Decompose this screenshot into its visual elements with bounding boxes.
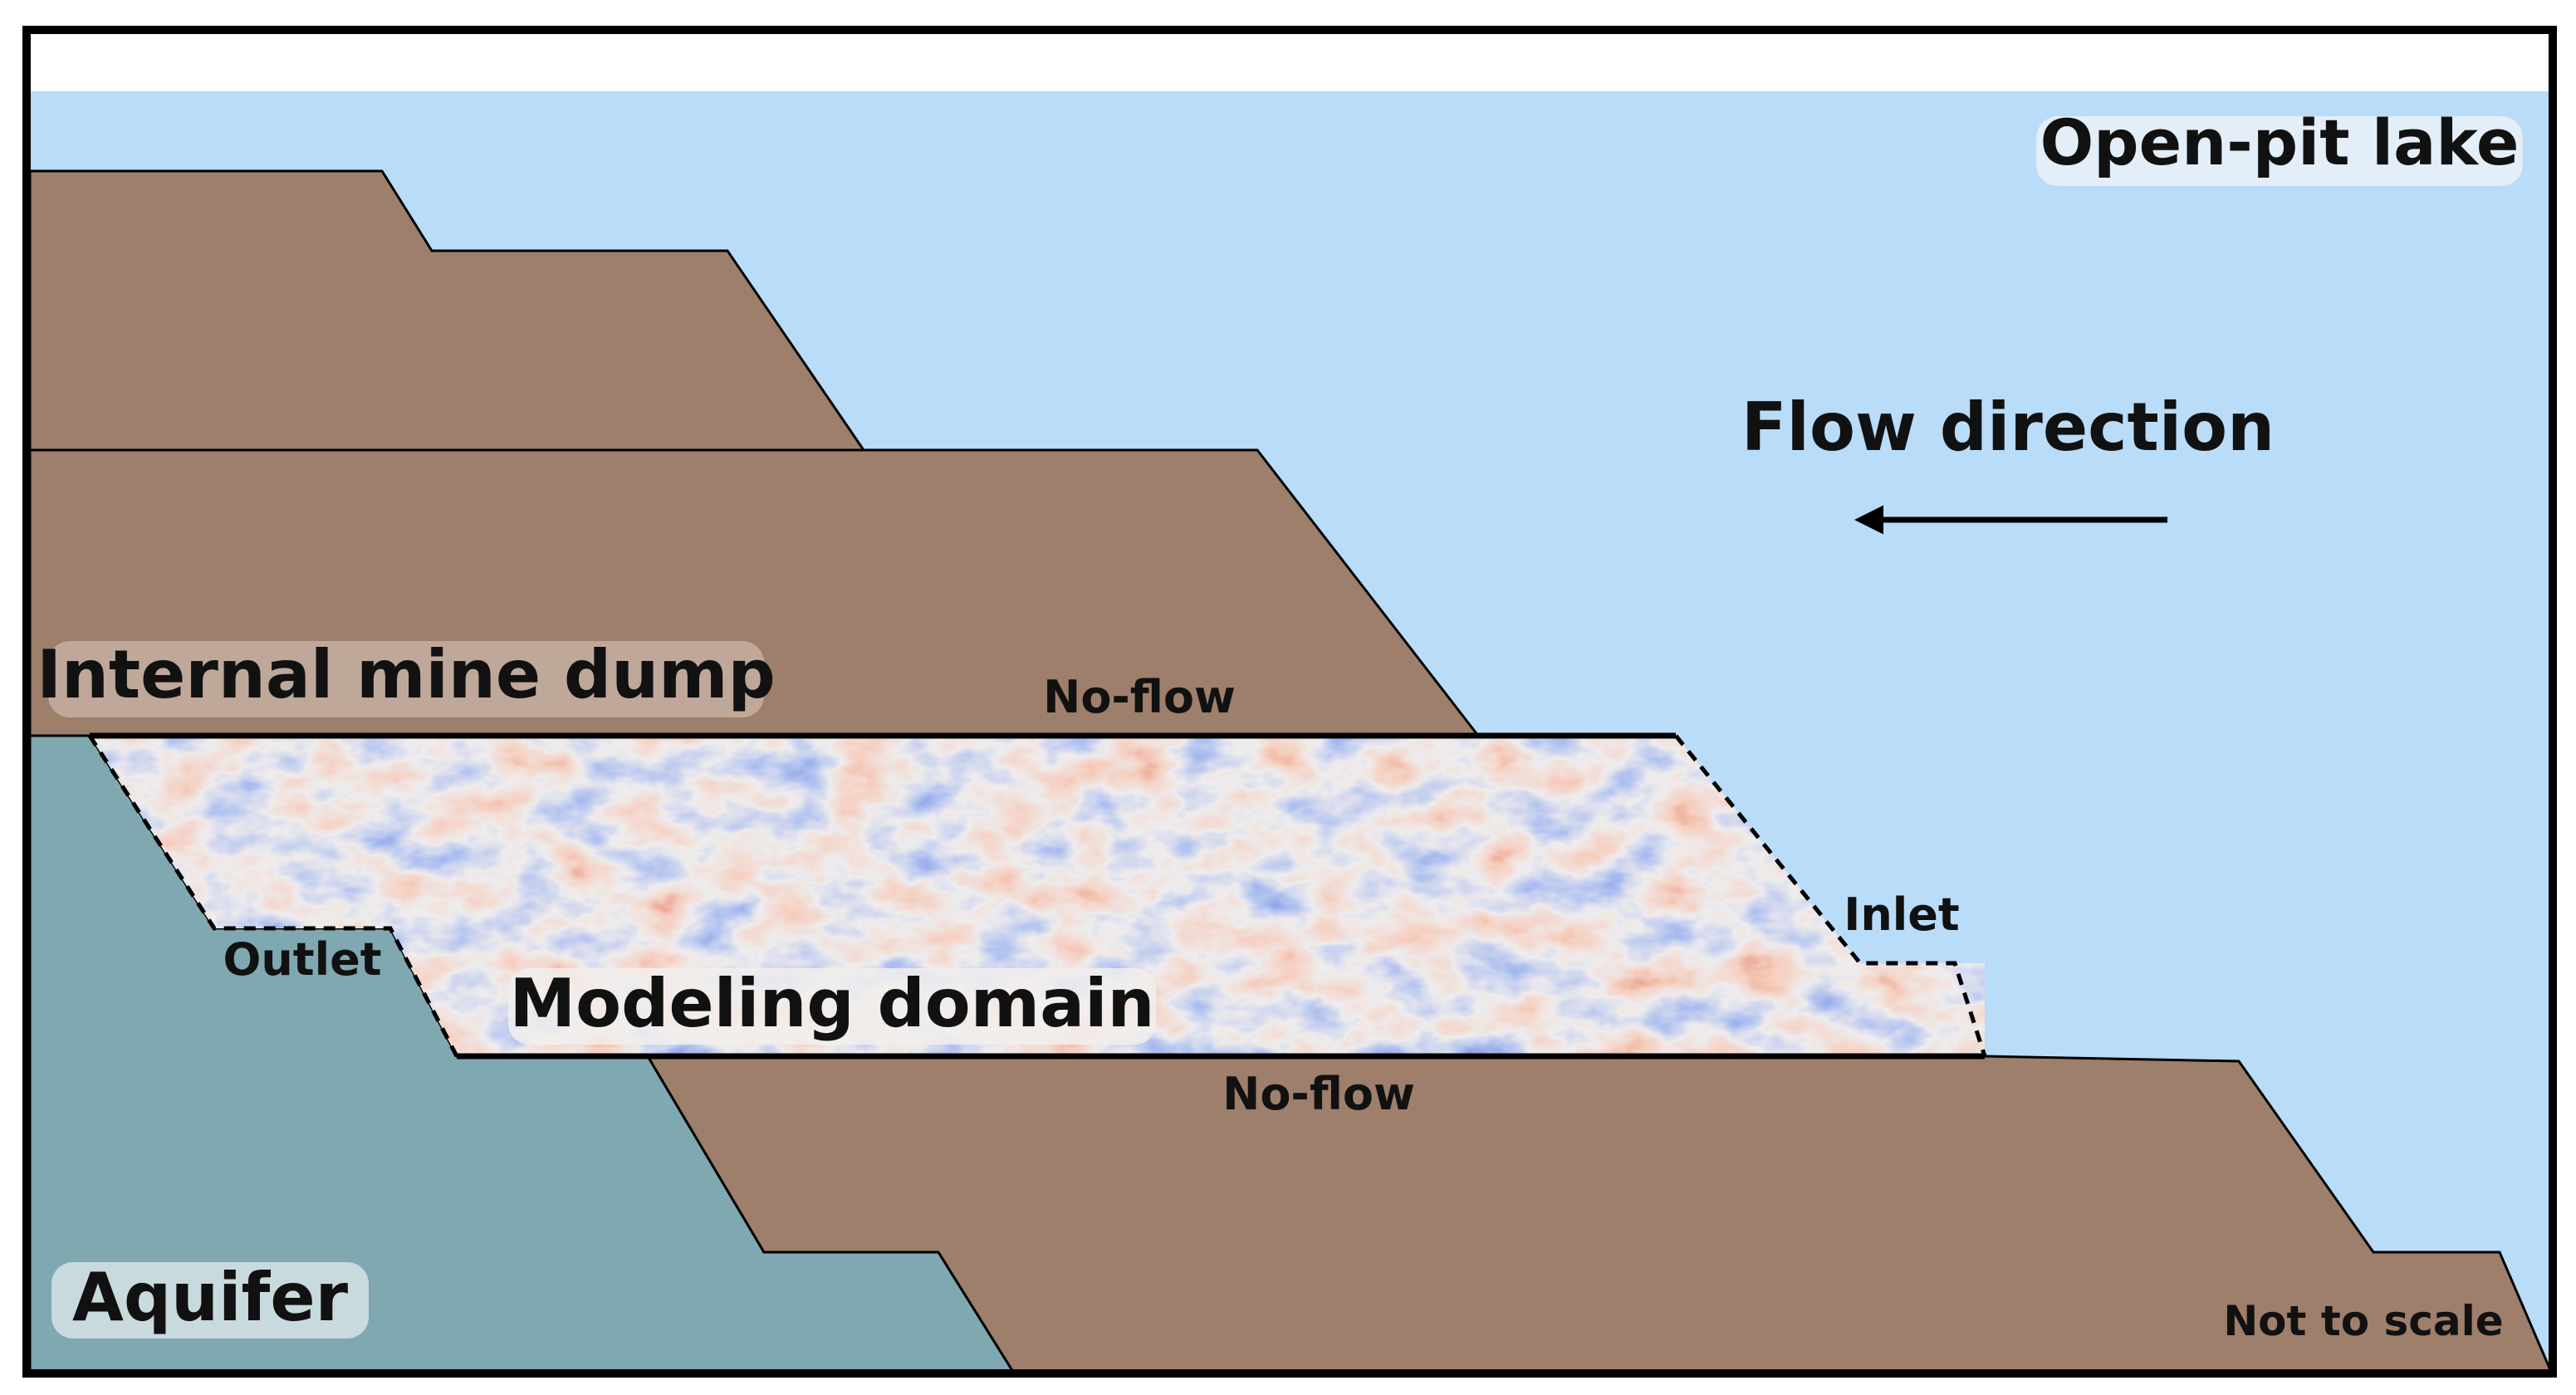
modeling-domain-label: Modeling domain <box>510 965 1155 1042</box>
internal-mine-dump-label-box <box>48 641 764 717</box>
flow-direction-label: Flow direction <box>1741 389 2275 466</box>
diagram-frame <box>22 26 2557 1378</box>
no-flow-bottom-label: No-flow <box>1222 1068 1415 1120</box>
aquifer-label: Aquifer <box>72 1259 349 1336</box>
aquifer-label-box <box>51 1262 369 1339</box>
not-to-scale-label: Not to scale <box>2223 1297 2503 1345</box>
no-flow-top-label: No-flow <box>1043 671 1236 723</box>
internal-mine-dump-label: Internal mine dump <box>37 636 776 713</box>
modeling-domain-label-box <box>508 968 1156 1045</box>
outlet-label: Outlet <box>223 933 381 986</box>
mine-dump-lower-tier <box>645 1055 2554 1373</box>
inlet-boundary <box>1674 734 1987 1057</box>
open-pit-lake-label: Open-pit lake <box>2040 105 2520 179</box>
inlet-label: Inlet <box>1844 888 1959 941</box>
open-pit-lake-label-box <box>2036 116 2523 186</box>
